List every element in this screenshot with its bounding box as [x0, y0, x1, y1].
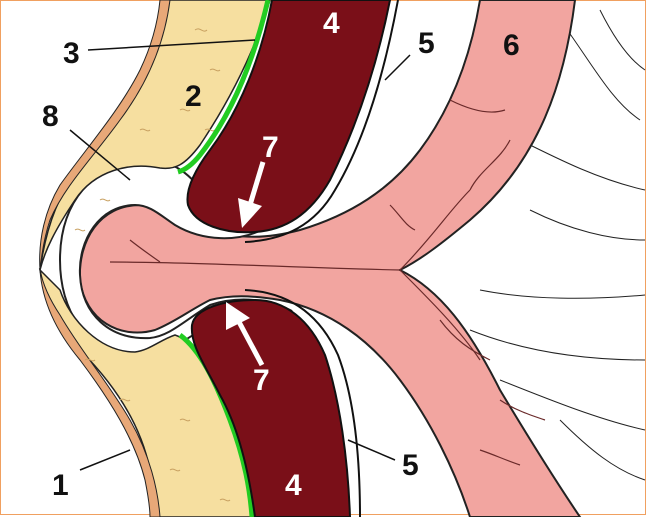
label-7-top: 7	[262, 131, 279, 164]
label-4-top: 4	[323, 7, 340, 40]
label-1: 1	[52, 469, 69, 502]
label-5-bottom: 5	[402, 449, 419, 482]
label-5-top: 5	[418, 27, 435, 60]
label-4-bottom: 4	[285, 469, 302, 502]
label-8: 8	[42, 100, 59, 133]
label-2: 2	[185, 80, 202, 113]
label-7-bottom: 7	[253, 364, 270, 397]
label-3: 3	[63, 37, 80, 70]
label-6: 6	[503, 29, 520, 62]
